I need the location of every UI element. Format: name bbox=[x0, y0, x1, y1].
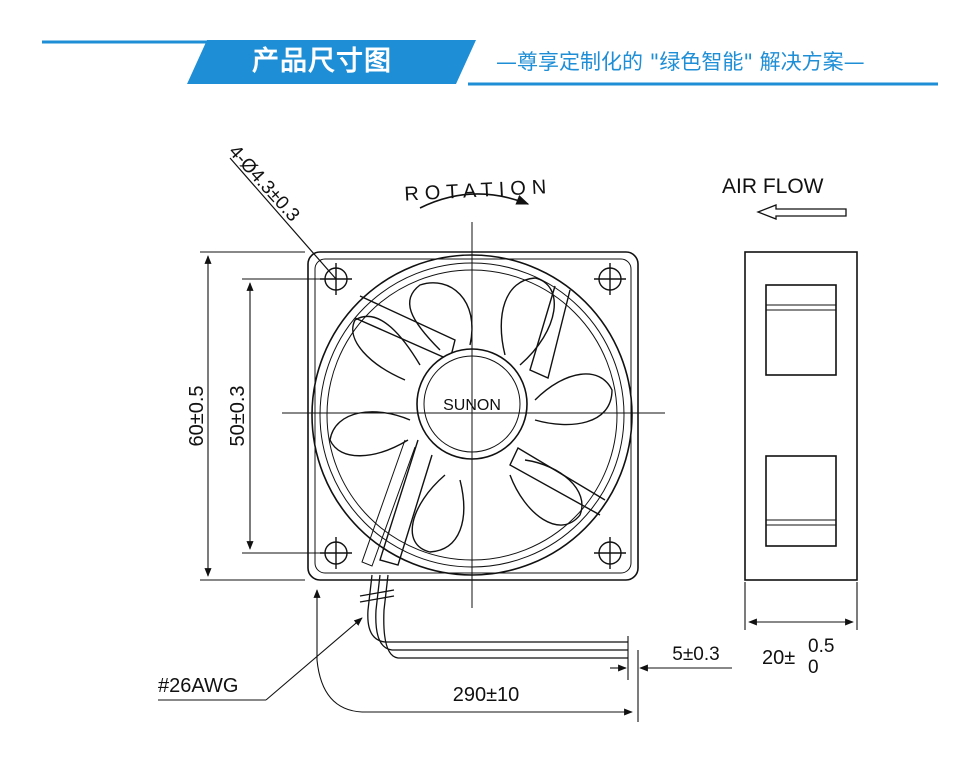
brand-label: SUNON bbox=[443, 397, 501, 414]
page-title: 产品尺寸图 bbox=[252, 46, 392, 77]
side-opening-top bbox=[765, 284, 837, 376]
airflow-arrow bbox=[756, 204, 847, 220]
wire-channel-edge bbox=[361, 439, 416, 567]
blade bbox=[509, 459, 583, 526]
center-lines bbox=[282, 222, 665, 608]
dimension-depth-tol-lower: 0 bbox=[808, 657, 819, 678]
airflow-label: AIR FLOW bbox=[722, 175, 824, 198]
dimension-lead-length-label: 290±10 bbox=[453, 684, 520, 706]
dimension-depth bbox=[744, 582, 858, 630]
side-view-frame bbox=[744, 251, 858, 581]
header-graphic bbox=[42, 40, 938, 86]
blade bbox=[411, 474, 465, 553]
blade bbox=[352, 315, 421, 381]
fan-frame-outline bbox=[307, 251, 639, 581]
blade bbox=[329, 411, 411, 457]
front-view bbox=[282, 222, 665, 608]
dimension-outer-label: 60±0.5 bbox=[186, 385, 208, 446]
strut bbox=[509, 447, 606, 516]
blade bbox=[500, 277, 555, 366]
title-banner-shape bbox=[187, 40, 476, 84]
page-subtitle: —尊享定制化的 "绿色智能" 解决方案— bbox=[496, 50, 865, 74]
side-opening-bottom bbox=[765, 455, 837, 547]
dimension-lead-length bbox=[313, 589, 639, 722]
hole-callout-leader bbox=[229, 157, 337, 280]
wire-break-mark bbox=[359, 589, 395, 597]
hole-callout-label: 4-Ø4.3±0.3 bbox=[224, 141, 303, 226]
dimension-50 bbox=[242, 278, 322, 554]
strut bbox=[529, 285, 571, 379]
fan-frame-inner-edge bbox=[314, 258, 632, 574]
dimension-strip-length bbox=[610, 636, 732, 680]
mounting-hole-top-right bbox=[594, 263, 626, 295]
strut bbox=[354, 295, 456, 361]
mounting-hole-bottom-left bbox=[320, 537, 352, 569]
blade bbox=[409, 282, 473, 351]
impeller-blades bbox=[329, 277, 613, 553]
wire-channel-strut bbox=[379, 439, 433, 566]
mounting-holes bbox=[320, 263, 626, 569]
wire-break-mark bbox=[359, 595, 395, 603]
dimension-depth-label: 20± bbox=[762, 647, 795, 669]
dimension-depth-tol-upper: 0.5 bbox=[808, 636, 834, 657]
dimension-hole-pitch-label: 50±0.3 bbox=[227, 385, 249, 446]
side-view bbox=[744, 251, 858, 581]
rotation-arrow bbox=[419, 193, 530, 209]
header-banner: 产品尺寸图 —尊享定制化的 "绿色智能" 解决方案— bbox=[0, 0, 980, 100]
blade bbox=[534, 373, 613, 426]
frame-struts bbox=[354, 285, 606, 567]
wire-gauge-leader bbox=[158, 617, 363, 701]
dimension-strip-length-label: 5±0.3 bbox=[672, 644, 719, 665]
dimension-60 bbox=[200, 251, 305, 581]
lead-wires bbox=[359, 574, 628, 659]
wire-gauge-label: #26AWG bbox=[158, 675, 238, 697]
rotation-label: ROTATION bbox=[404, 176, 547, 205]
mounting-hole-bottom-right bbox=[594, 537, 626, 569]
